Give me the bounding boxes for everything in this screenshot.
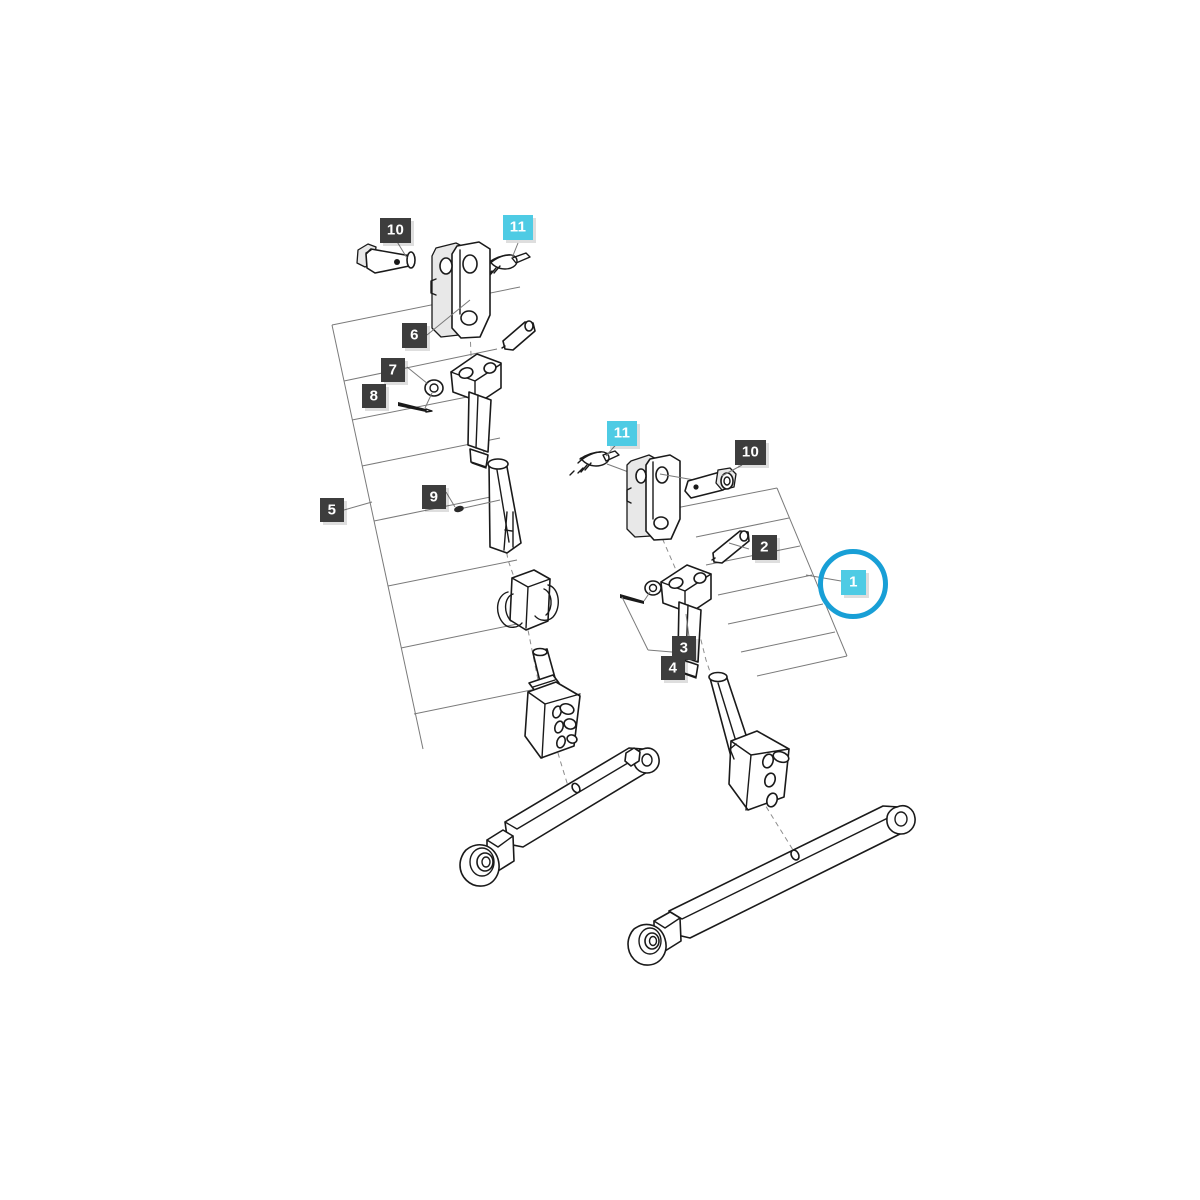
part-5-lower-link-arm-left (459, 747, 660, 887)
part-10-clevis-pin-right (684, 464, 743, 499)
right-knuckle-head (728, 730, 790, 811)
right-double-plate-bracket (626, 454, 701, 541)
callout-badge-11[interactable]: 11 (607, 421, 637, 446)
selected-part-highlight-ring (818, 549, 888, 619)
callout-badge-11[interactable]: 11 (503, 215, 533, 240)
part-7-washer-left (406, 366, 444, 397)
callout-badge-10[interactable]: 10 (735, 440, 766, 465)
part-10-clevis-pin-left (356, 239, 416, 274)
part-1-lower-link-arm-right (627, 804, 916, 966)
callout-label: 10 (386, 221, 405, 239)
callout-label: 5 (327, 501, 337, 518)
callout-badge-2[interactable]: 2 (752, 535, 777, 560)
callout-badge-6[interactable]: 6 (402, 323, 427, 348)
left-lower-knuckle (524, 647, 581, 759)
callout-label: 1 (849, 573, 858, 591)
callout-label: 3 (679, 639, 689, 656)
right-washer (644, 580, 662, 596)
callout-label: 10 (741, 443, 760, 461)
part-8-split-pin-left (398, 392, 433, 413)
callout-badge-5[interactable]: 5 (320, 498, 344, 522)
part-6-double-plate-bracket-left (426, 241, 491, 339)
callout-badge-8[interactable]: 8 (362, 384, 386, 408)
callout-label: 11 (509, 218, 527, 236)
callout-label: 11 (613, 424, 631, 442)
callout-label: 6 (410, 326, 419, 344)
left-adjusting-rod (487, 458, 522, 554)
callout-label: 2 (760, 538, 769, 556)
callout-label: 9 (429, 488, 439, 505)
part-6-pin-left (501, 320, 536, 351)
callout-badge-1[interactable]: 1 (841, 570, 866, 595)
callout-label: 7 (388, 361, 398, 378)
callout-badge-9[interactable]: 9 (422, 485, 446, 509)
right-split-pin (620, 591, 673, 653)
left-fork-head-assembly (450, 353, 502, 469)
callout-badge-10[interactable]: 10 (380, 218, 411, 243)
callout-badge-7[interactable]: 7 (381, 358, 405, 382)
part-2-pin-right (711, 530, 750, 564)
callout-label: 4 (668, 659, 678, 676)
part-9-roll-pin-left (445, 491, 501, 513)
callout-badge-4[interactable]: 4 (661, 656, 685, 680)
left-handle-block (497, 569, 559, 631)
callout-label: 8 (369, 387, 379, 404)
